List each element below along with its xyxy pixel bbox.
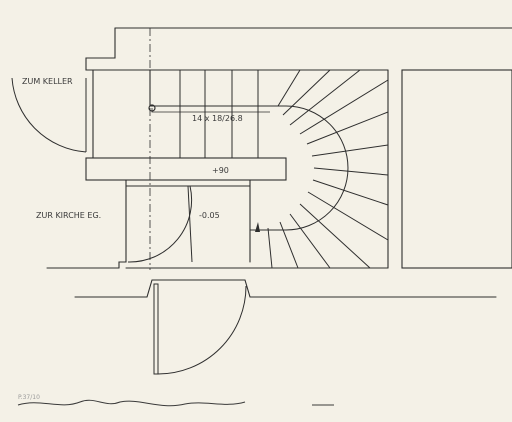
walk-line-arrow-icon: [255, 222, 260, 232]
church-label: ZUR KIRCHE EG.: [36, 211, 101, 220]
church-door-left-jamb: [118, 179, 127, 269]
entry-door-leaf: [153, 283, 159, 375]
walls: [46, 27, 512, 298]
landing-level-label: +90: [212, 166, 229, 175]
cellar-door-swing: [11, 77, 87, 153]
walk-line-start-dot: [148, 104, 156, 112]
footer-note: P.37/10: [18, 394, 40, 401]
church-door-swing: [127, 185, 193, 263]
landing-slab: [85, 157, 287, 181]
entry-door-swing: [157, 285, 247, 375]
lower-wall-line: [74, 279, 497, 298]
walk-line: [151, 108, 270, 113]
signature-scribble: [17, 399, 246, 407]
right-room-wall: [401, 69, 512, 269]
floor-level-label: -0.05: [199, 211, 220, 220]
church-door-leaf: [187, 185, 193, 263]
stair-treads-straight: [150, 70, 286, 158]
stair-spec-label: 14 x 18/26.8: [192, 114, 243, 123]
cellar-label: ZUM KELLER: [22, 77, 73, 86]
upper-wall-line: [85, 27, 389, 71]
doors: [11, 77, 247, 375]
stair-treads-winder: [250, 69, 389, 269]
